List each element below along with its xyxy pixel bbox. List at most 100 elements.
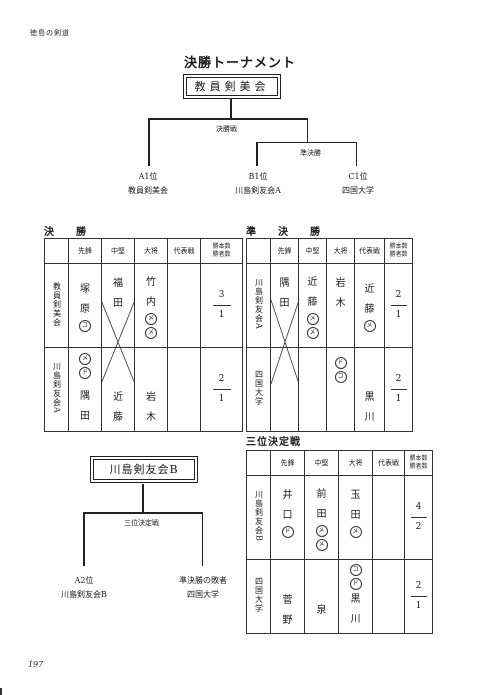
semi-table-label: 準 決 勝 (246, 227, 326, 238)
daihyo-cell (167, 347, 201, 432)
win-mark: メ (315, 538, 328, 551)
daihyo-cell (372, 475, 405, 560)
team-semi-loser: 準決勝の敗者 四国大学 (179, 576, 227, 599)
daihyo-cell: 近藤メ (354, 263, 385, 348)
team-name-cell: 四国大学 (246, 347, 271, 432)
col-senpo: 先鋒 (68, 238, 102, 264)
col-taisho: 大将 (134, 238, 168, 264)
player-cell (270, 347, 299, 432)
team-name-cell: 教員剣美会 (44, 263, 69, 348)
bracket-line (307, 118, 308, 142)
daihyo-cell (167, 263, 201, 348)
player-cell: 福田 (101, 263, 135, 348)
player-cell: ドコ (326, 347, 355, 432)
team-b1: B1位 川島剣友会A (235, 172, 281, 195)
win-mark: メ (349, 525, 362, 538)
bracket-line (256, 142, 356, 143)
col-daihyo: 代表戦 (354, 238, 385, 264)
win-mark: コ (334, 370, 347, 383)
team-name-cell: 川島剣友会B (246, 475, 271, 560)
third-label: 三位決定戦 (124, 519, 159, 527)
col-senpo: 先鋒 (270, 238, 299, 264)
daihyo-cell: 黒川 (354, 347, 385, 432)
col-chuken: 中堅 (101, 238, 135, 264)
win-mark: コ (79, 319, 91, 332)
bracket-line (83, 512, 203, 514)
player-cell: 井口ド (270, 475, 305, 560)
col-daihyo: 代表戦 (167, 238, 201, 264)
win-mark: メ (315, 524, 328, 537)
bracket-line (202, 512, 203, 566)
win-mark: メ (306, 312, 319, 325)
bracket-line (230, 98, 232, 119)
col-senpo: 先鋒 (270, 450, 305, 476)
final-table-label: 決 勝 (44, 227, 92, 238)
player-cell: コド黒川 (338, 559, 373, 634)
win-mark: コ (349, 563, 362, 576)
player-cell: 近藤 (101, 347, 135, 432)
player-cell: メド隅田 (68, 347, 102, 432)
team-name-cell: 川島剣友会A (246, 263, 271, 348)
team-a1: A1位 教員剣美会 (128, 172, 168, 195)
col-score: 勝本数勝者数 (404, 450, 433, 476)
player-cell: 菅野 (270, 559, 305, 634)
col-score: 勝本数勝者数 (384, 238, 413, 264)
bracket-line (256, 142, 258, 166)
final-label: 決勝戦 (216, 125, 237, 133)
edge-mark (0, 688, 2, 695)
player-cell: 泉 (304, 559, 339, 634)
win-mark: ド (334, 356, 347, 369)
player-cell (298, 347, 327, 432)
col-taisho: 大将 (326, 238, 355, 264)
col-chuken: 中堅 (304, 450, 339, 476)
player-cell: 竹内メメ (134, 263, 168, 348)
running-header: 徳島の剣道 (30, 29, 70, 37)
win-mark: メ (79, 352, 91, 365)
corner-cell (44, 238, 69, 264)
corner-cell (246, 450, 271, 476)
col-taisho: 大将 (338, 450, 373, 476)
win-mark: ド (349, 577, 362, 590)
win-mark: メ (145, 312, 157, 325)
col-daihyo: 代表戦 (372, 450, 405, 476)
team-a2: A2位 川島剣友会B (61, 576, 107, 599)
bracket-line (148, 118, 308, 120)
champion-box: 教員剣美会 (183, 74, 281, 99)
team-c1: C1位 四国大学 (342, 172, 374, 195)
third-winner-box: 川島剣友会B (90, 456, 198, 483)
daihyo-cell (372, 559, 405, 634)
win-mark: メ (363, 319, 376, 332)
player-cell: 隅田 (270, 263, 299, 348)
team-name-cell: 四国大学 (246, 559, 271, 634)
win-mark: メ (306, 326, 319, 339)
player-cell: 岩木 (134, 347, 168, 432)
win-mark: ド (281, 525, 294, 538)
semi-score-table: 先鋒 中堅 大将 代表戦 勝本数勝者数 川島剣友会A 隅田 近藤メメ 岩木 近藤… (246, 238, 413, 432)
bracket-line (356, 142, 357, 166)
third-score-table: 先鋒 中堅 大将 代表戦 勝本数勝者数 川島剣友会B 井口ド 前田メメ 玉田メ … (246, 450, 433, 634)
player-cell: 岩木 (326, 263, 355, 348)
bracket-line (83, 512, 85, 566)
player-cell: 塚原コ (68, 263, 102, 348)
page-number: 197 (28, 660, 44, 669)
corner-cell (246, 238, 271, 264)
player-cell: 近藤メメ (298, 263, 327, 348)
bracket-line (142, 484, 144, 512)
team-name-cell: 川島剣友会A (44, 347, 69, 432)
page-title: 決勝トーナメント (183, 56, 296, 71)
semi-label: 準決勝 (300, 149, 321, 157)
col-chuken: 中堅 (298, 238, 327, 264)
win-mark: ド (79, 366, 91, 379)
bracket-line (148, 118, 150, 166)
player-cell: 玉田メ (338, 475, 373, 560)
player-cell: 前田メメ (304, 475, 339, 560)
third-table-label: 三位決定戦 (246, 437, 301, 448)
win-mark: メ (145, 326, 157, 339)
